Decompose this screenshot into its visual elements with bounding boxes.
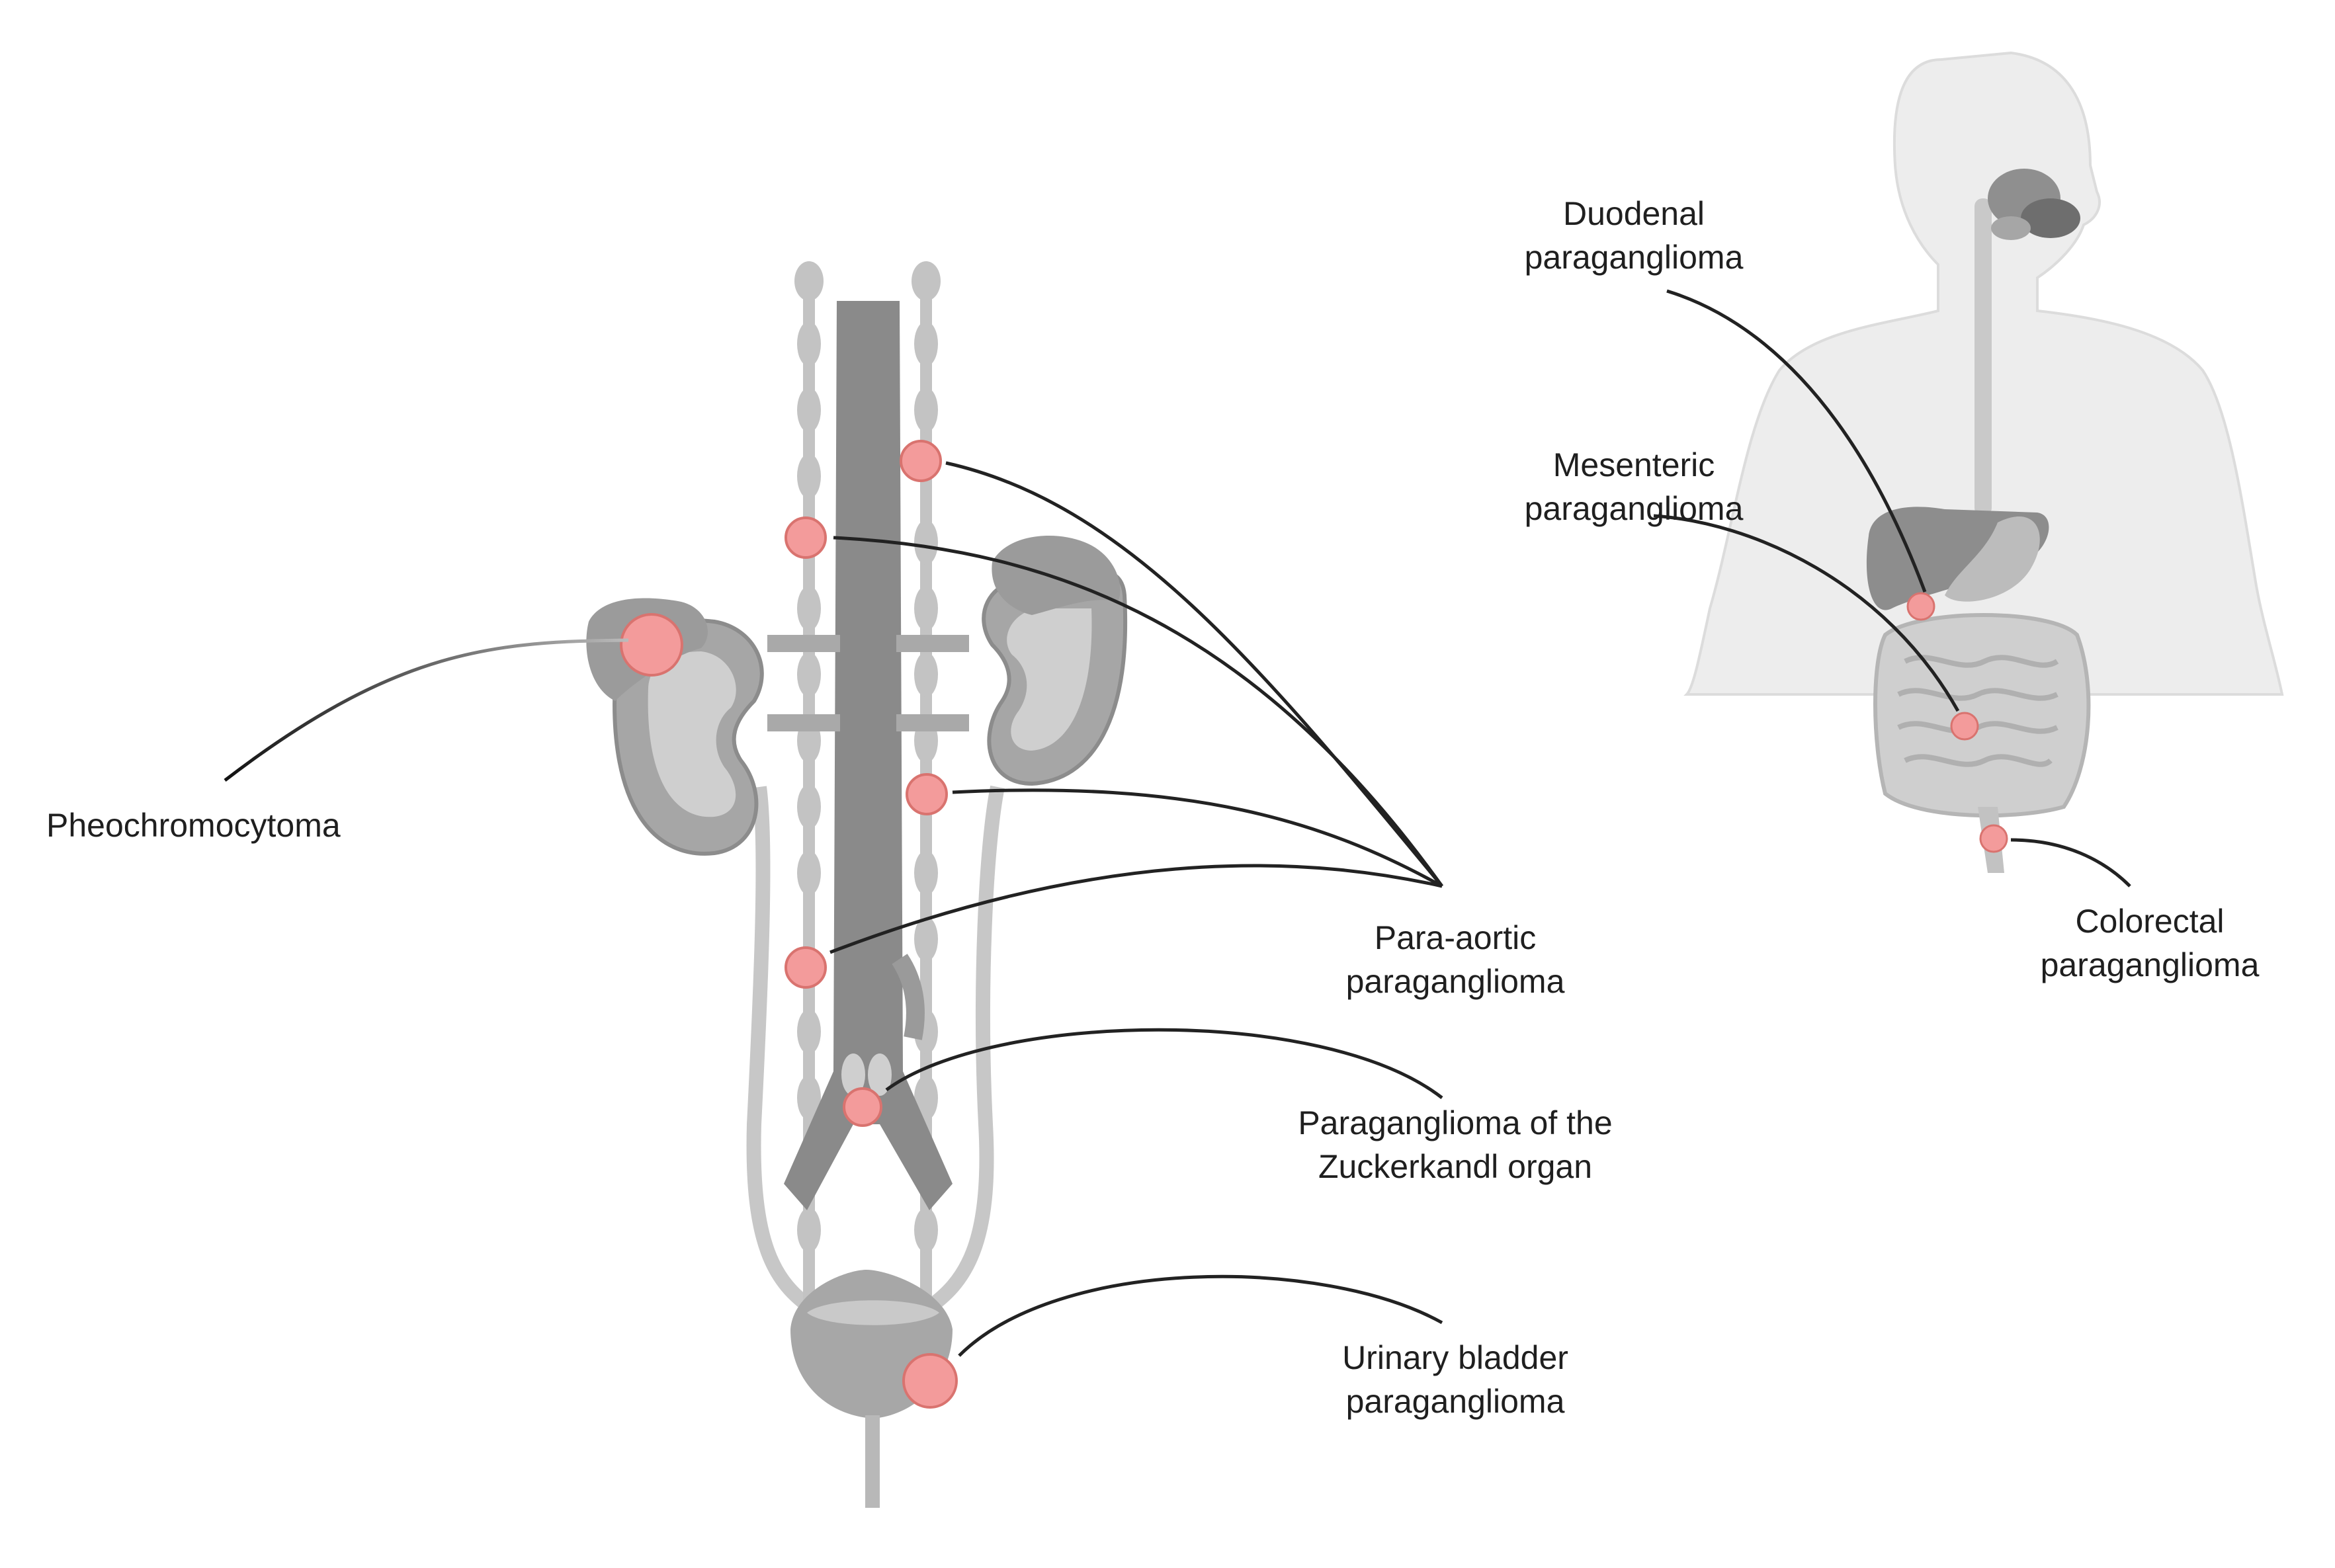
leader-lines xyxy=(224,289,2131,1357)
tumor-zuckerkandl xyxy=(843,1087,882,1127)
ureters xyxy=(746,785,1005,1316)
tumor-urinary-bladder xyxy=(902,1353,958,1409)
tumor-para-aortic-3 xyxy=(906,773,948,815)
leader-para-aortic-3 xyxy=(952,788,1443,888)
tumor-para-aortic-2 xyxy=(785,516,827,559)
tumor-para-aortic-1 xyxy=(900,440,942,482)
tumor-pheochromocytoma xyxy=(620,613,683,677)
tumor-para-aortic-4 xyxy=(785,946,827,989)
tumor-duodenal xyxy=(1906,592,1935,621)
leader-colorectal xyxy=(2010,838,2131,887)
sympathetic-chain-left xyxy=(794,261,824,1309)
leader-urinary-bladder xyxy=(958,1274,1443,1357)
leader-para-aortic-2 xyxy=(833,536,1444,887)
label-colorectal: Colorectal paraganglioma xyxy=(2040,903,2260,983)
label-para-aortic: Para-aortic paraganglioma xyxy=(1345,919,1565,1000)
tumor-mesenteric xyxy=(1950,712,1979,741)
leader-zuckerkandl xyxy=(885,1028,1443,1099)
leader-duodenal xyxy=(1666,289,1927,593)
label-zuckerkandl: Paraganglioma of the Zuckerkandl organ xyxy=(1298,1104,1613,1185)
human-body-silhouette xyxy=(1683,51,2284,873)
label-mesenteric: Mesenteric paraganglioma xyxy=(1524,446,1744,527)
left-kidney xyxy=(586,598,764,856)
label-duodenal: Duodenal paraganglioma xyxy=(1524,195,1744,276)
tumor-colorectal xyxy=(1979,824,2008,853)
leader-pheochromocytoma xyxy=(224,638,629,782)
leader-para-aortic-4 xyxy=(829,864,1443,954)
label-pheochromocytoma: Pheochromocytoma xyxy=(46,807,341,844)
aorta xyxy=(767,301,969,1210)
label-urinary-bladder: Urinary bladder paraganglioma xyxy=(1342,1339,1568,1420)
right-kidney xyxy=(982,536,1127,786)
leader-mesenteric xyxy=(1653,514,1960,712)
leader-para-aortic-1 xyxy=(945,461,1443,887)
